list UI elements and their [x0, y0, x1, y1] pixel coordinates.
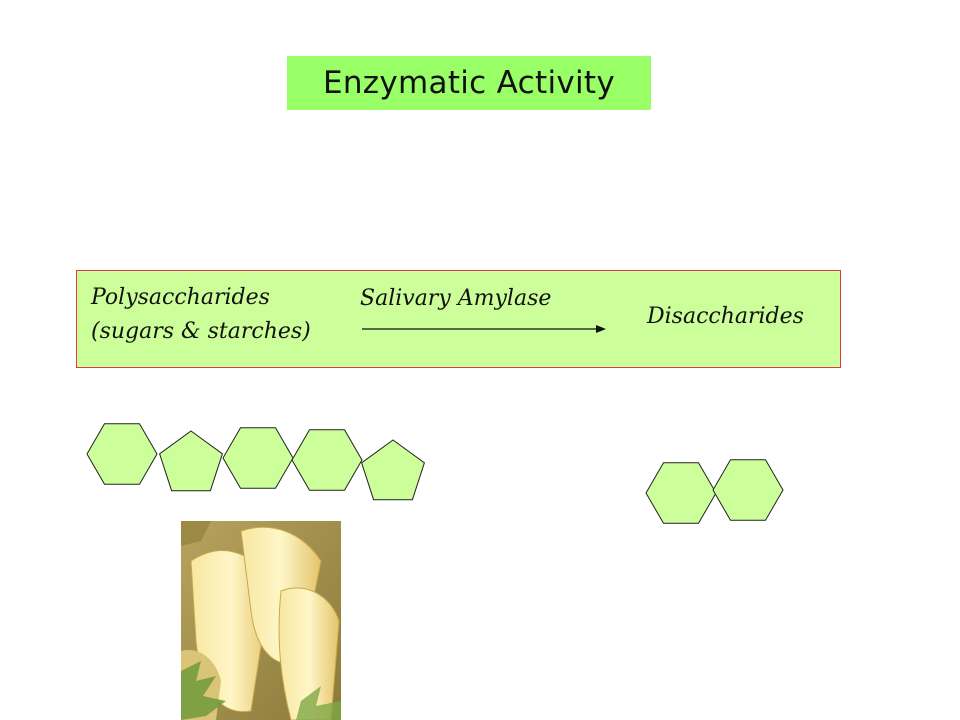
- reaction-arrow: [362, 325, 606, 333]
- di-hexagon-1: [645, 462, 717, 524]
- reaction-box: Polysaccharides (sugars & starches) Sali…: [76, 270, 841, 368]
- poly-hexagon-1: [86, 423, 158, 485]
- substrate-label: Polysaccharides (sugars & starches): [91, 281, 311, 349]
- substrate-line-1: Polysaccharides: [91, 285, 270, 310]
- poly-hexagon-4: [291, 429, 363, 491]
- product-label: Disaccharides: [647, 304, 804, 329]
- poly-hexagon-3: [222, 427, 294, 489]
- di-hexagon-2: [712, 459, 784, 521]
- enzyme-label: Salivary Amylase: [360, 286, 552, 311]
- disaccharide-pair: [645, 459, 784, 524]
- poly-pentagon-5: [361, 439, 425, 501]
- title-banner: Enzymatic Activity: [287, 56, 651, 110]
- substrate-line-2: (sugars & starches): [91, 319, 311, 344]
- page-title: Enzymatic Activity: [322, 65, 616, 101]
- fried-potato-photo: [181, 521, 341, 720]
- polysaccharide-chain: [86, 423, 425, 501]
- poly-pentagon-2: [159, 430, 223, 492]
